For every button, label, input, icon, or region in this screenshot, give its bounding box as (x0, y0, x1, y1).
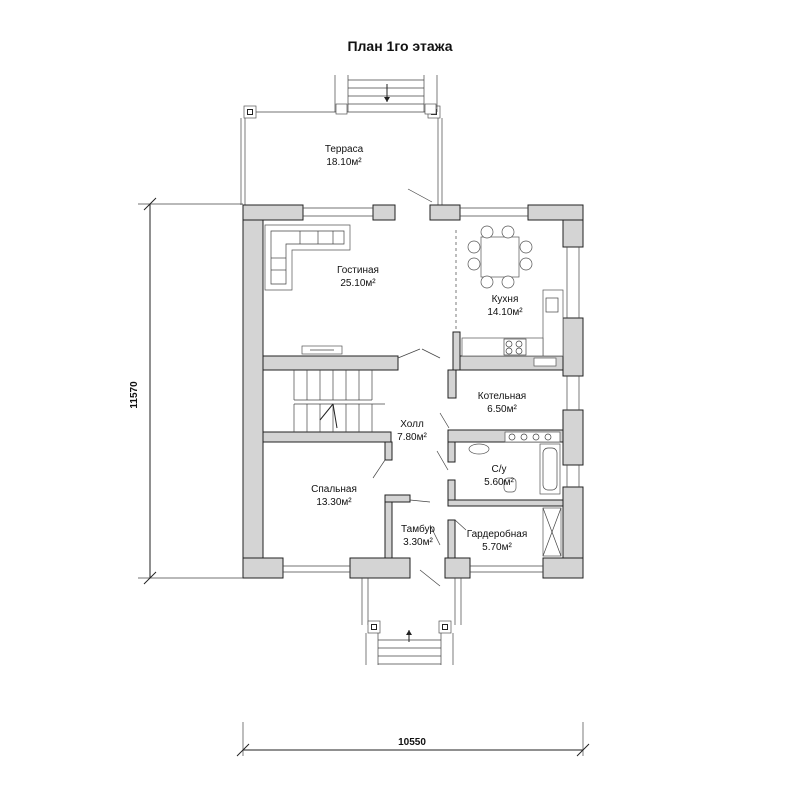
sofa-icon (264, 224, 351, 291)
column-icon (367, 620, 381, 634)
room-wardrobe: Гардеробная 5.70м² (467, 528, 528, 553)
svg-text:14.10м²: 14.10м² (487, 307, 523, 318)
svg-text:25.10м²: 25.10м² (340, 278, 376, 289)
terrace-area (240, 75, 443, 205)
sink-icon (468, 443, 490, 455)
door-swings (372, 348, 467, 587)
svg-text:Котельная: Котельная (478, 391, 526, 402)
terrace-steps (334, 75, 438, 115)
svg-text:3.30м²: 3.30м² (403, 537, 433, 548)
room-bedroom: Спальная 13.30м² (311, 484, 357, 508)
svg-text:Холл: Холл (400, 419, 424, 430)
dining-table-icon (467, 225, 533, 289)
svg-text:С/у: С/у (492, 464, 507, 475)
svg-text:Спальная: Спальная (311, 484, 357, 495)
room-terrace: Терраса 18.10м² (325, 144, 364, 168)
plan-title: План 1го этажа (347, 38, 452, 54)
svg-text:6.50м²: 6.50м² (487, 404, 517, 415)
svg-text:Гостиная: Гостиная (337, 265, 379, 276)
room-vestibule: Тамбур 3.30м² (401, 523, 435, 548)
height-dimension-label: 11570 (129, 381, 140, 409)
dimension-width: 10550 (236, 722, 590, 757)
room-kitchen: Кухня 14.10м² (487, 294, 523, 318)
column-icon (243, 105, 257, 119)
svg-text:13.30м²: 13.30м² (316, 497, 352, 508)
bathroom-fixtures (468, 443, 561, 495)
entrance-porch (361, 578, 462, 665)
toilet-icon (503, 477, 517, 493)
staircase-icon (293, 370, 385, 432)
svg-text:18.10м²: 18.10м² (326, 157, 362, 168)
room-living: Гостиная 25.10м² (337, 265, 379, 289)
svg-text:Кухня: Кухня (492, 294, 519, 305)
room-bathroom: С/у 5.60м² (484, 464, 514, 488)
svg-text:7.80м²: 7.80м² (397, 432, 427, 443)
column-icon (438, 620, 452, 634)
fridge-icon (533, 357, 557, 367)
kitchen-counter-icon (461, 289, 564, 357)
room-hall: Холл 7.80м² (397, 419, 427, 443)
svg-text:5.60м²: 5.60м² (484, 477, 514, 488)
dimension-height: 11570 (129, 197, 243, 585)
width-dimension-label: 10550 (398, 737, 426, 748)
outer-walls (242, 204, 584, 579)
wardrobe-icon (542, 507, 562, 557)
svg-text:Гардеробная: Гардеробная (467, 528, 528, 540)
room-boiler: Котельная 6.50м² (478, 391, 526, 415)
boiler-equipment-icon (504, 431, 561, 443)
svg-text:5.70м²: 5.70м² (482, 542, 512, 553)
svg-text:Терраса: Терраса (325, 144, 364, 155)
bathtub-icon (539, 443, 561, 495)
svg-text:Тамбур: Тамбур (401, 523, 435, 535)
